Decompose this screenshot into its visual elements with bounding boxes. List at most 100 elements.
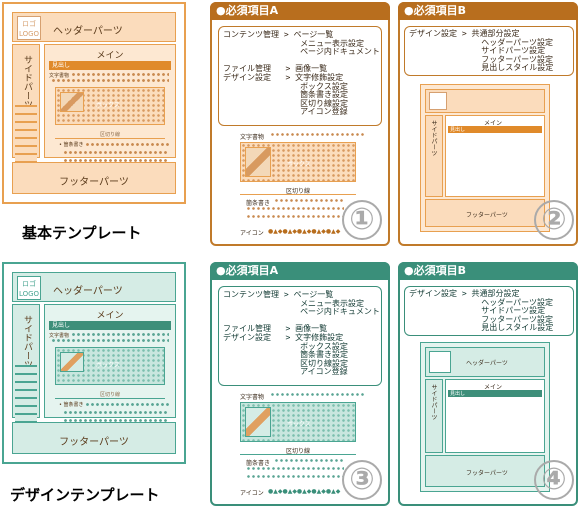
logo	[429, 92, 447, 110]
settings-list: コンテンツ管理 > ページ一覧 メニュー表示設定 ページ内ドキュメント ファイル…	[223, 30, 380, 117]
list-item: • 箇条書き	[59, 402, 84, 408]
divider-label: 区切り線	[55, 391, 165, 399]
box-sample: ボックス	[240, 142, 356, 182]
box-label: ボックス	[96, 102, 120, 109]
settings-list-box: デザイン設定 > 共通部分設定 ヘッダーパーツ設定 サイドパーツ設定 フッターパ…	[404, 286, 574, 336]
heading-bar: 見出し	[49, 61, 171, 70]
side-menu-stripes	[15, 365, 37, 425]
template-header: ロゴ LOGO ヘッダーパーツ	[12, 272, 176, 302]
text-dots	[51, 78, 169, 83]
footer-label: フッターパーツ	[59, 177, 129, 188]
header-label: ヘッダーパーツ	[466, 360, 508, 367]
heading-bar: 見出し	[49, 321, 171, 330]
side-label: サイドパーツ	[22, 315, 32, 369]
settings-list: デザイン設定 > 共通部分設定 ヘッダーパーツ設定 サイドパーツ設定 フッターパ…	[409, 29, 554, 73]
settings-list-box: コンテンツ管理 > ページ一覧 メニュー表示設定 ページ内ドキュメント ファイル…	[218, 286, 382, 386]
mini-template: ヘッダーパーツ サイドパーツ メイン 見出し フッターパーツ	[420, 342, 550, 492]
design-template: ロゴ LOGO ヘッダーパーツ サイドパーツ メイン 見出し 文字書物 ボックス…	[2, 262, 186, 464]
mountain-image-icon	[245, 407, 271, 437]
main-label: メイン	[484, 120, 503, 127]
list-item-label: 箇条書き	[63, 402, 84, 408]
text-dots	[51, 338, 169, 343]
icon-shapes: ●▲◆●▲◆●▲◆●▲◆●▲◆	[268, 228, 341, 235]
template-header: ロゴ LOGO ヘッダーパーツ	[12, 12, 176, 42]
footer-label: フッターパーツ	[59, 437, 129, 448]
step-number: ①	[342, 200, 382, 240]
mountain-image-icon	[60, 92, 84, 112]
mini-side: サイドパーツ	[425, 115, 443, 197]
mini-main: メイン 見出し	[445, 379, 545, 453]
panel-title: ●必須項目B	[398, 262, 578, 280]
heading-bar: 見出し	[448, 126, 542, 133]
panel-required-a-basic: ●必須項目A コンテンツ管理 > ページ一覧 メニュー表示設定 ページ内ドキュメ…	[210, 2, 390, 246]
list-dots	[246, 474, 344, 479]
list-dots	[63, 158, 169, 163]
side-label: サイドパーツ	[430, 384, 437, 420]
panel-required-a-design: ●必須項目A コンテンツ管理 > ページ一覧 メニュー表示設定 ページ内ドキュメ…	[210, 262, 390, 506]
step-number: ④	[534, 460, 574, 500]
text-label: 文字書物	[240, 134, 265, 141]
list-dots	[246, 466, 344, 471]
heading-label: 見出し	[450, 391, 466, 397]
side-menu-stripes	[15, 105, 37, 165]
settings-list: デザイン設定 > 共通部分設定 ヘッダーパーツ設定 サイドパーツ設定 フッターパ…	[409, 289, 554, 333]
logo: ロゴ LOGO	[17, 16, 41, 40]
text-dots	[270, 132, 366, 137]
step-number: ②	[534, 200, 574, 240]
text-dots	[270, 392, 366, 397]
divider	[240, 194, 356, 195]
mountain-image-icon	[245, 147, 271, 177]
footer-label: フッターパーツ	[466, 470, 508, 477]
panel-title: ●必須項目A	[210, 2, 390, 20]
template-footer: フッターパーツ	[12, 422, 176, 454]
mini-header: ヘッダーパーツ	[425, 347, 545, 377]
header-label: ヘッダーパーツ	[53, 286, 123, 297]
heading-bar: 見出し	[448, 390, 542, 397]
panel-title: ●必須項目A	[210, 262, 390, 280]
template-footer: フッターパーツ	[12, 162, 176, 194]
template-side: サイドパーツ	[12, 44, 40, 165]
list-dots	[85, 142, 169, 147]
main-label: メイン	[484, 384, 503, 391]
header-label: ヘッダーパーツ	[53, 26, 123, 37]
side-label: サイドパーツ	[430, 120, 437, 156]
icon-label: アイコン	[240, 230, 264, 237]
mini-footer: フッターパーツ	[425, 455, 545, 487]
text-label: 文字書物	[49, 73, 70, 79]
bullet-list: • 箇条書き	[59, 401, 84, 409]
mini-header	[425, 89, 545, 113]
panel-title: ●必須項目B	[398, 2, 578, 20]
list-item-label: 箇条書き	[246, 200, 271, 207]
list-dots	[246, 214, 344, 219]
list-dots	[246, 206, 344, 211]
bullet-list: • 箇条書き	[59, 141, 84, 149]
template-side: サイドパーツ	[12, 304, 40, 425]
list-item: • 箇条書き	[59, 142, 84, 148]
divider-label: 区切り線	[286, 448, 311, 455]
list-item-label: 箇条書き	[63, 142, 84, 148]
template-main: メイン 見出し 文字書物 ボックス 区切り線 • 箇条書き	[44, 44, 176, 163]
divider	[240, 454, 356, 455]
icon-label: アイコン	[240, 490, 264, 497]
box-sample: ボックス	[240, 402, 356, 442]
box-label: ボックス	[96, 362, 120, 369]
settings-list-box: コンテンツ管理 > ページ一覧 メニュー表示設定 ページ内ドキュメント ファイル…	[218, 26, 382, 126]
list-item-label: 箇条書き	[246, 460, 271, 467]
mini-template: サイドパーツ メイン 見出し フッターパーツ	[420, 84, 550, 232]
list-dots	[63, 410, 169, 415]
mountain-image-icon	[60, 352, 84, 372]
list-dots	[63, 150, 169, 155]
list-dots	[85, 402, 169, 407]
template-main: メイン 見出し 文字書物 ボックス 区切り線 • 箇条書き	[44, 304, 176, 423]
step-number: ③	[342, 460, 382, 500]
list-dots	[274, 458, 344, 463]
footer-label: フッターパーツ	[466, 212, 508, 219]
basic-template-caption: 基本テンプレート	[22, 224, 142, 242]
text-dots	[71, 72, 169, 77]
basic-template: ロゴ LOGO ヘッダーパーツ サイドパーツ メイン 見出し 文字書物 ボックス…	[2, 2, 186, 204]
list-dots	[63, 418, 169, 423]
design-template-caption: デザインテンプレート	[10, 486, 160, 504]
divider-label: 区切り線	[286, 188, 311, 195]
box-label: ボックス	[287, 161, 311, 168]
panel-required-b-design: ●必須項目B デザイン設定 > 共通部分設定 ヘッダーパーツ設定 サイドパーツ設…	[398, 262, 578, 506]
